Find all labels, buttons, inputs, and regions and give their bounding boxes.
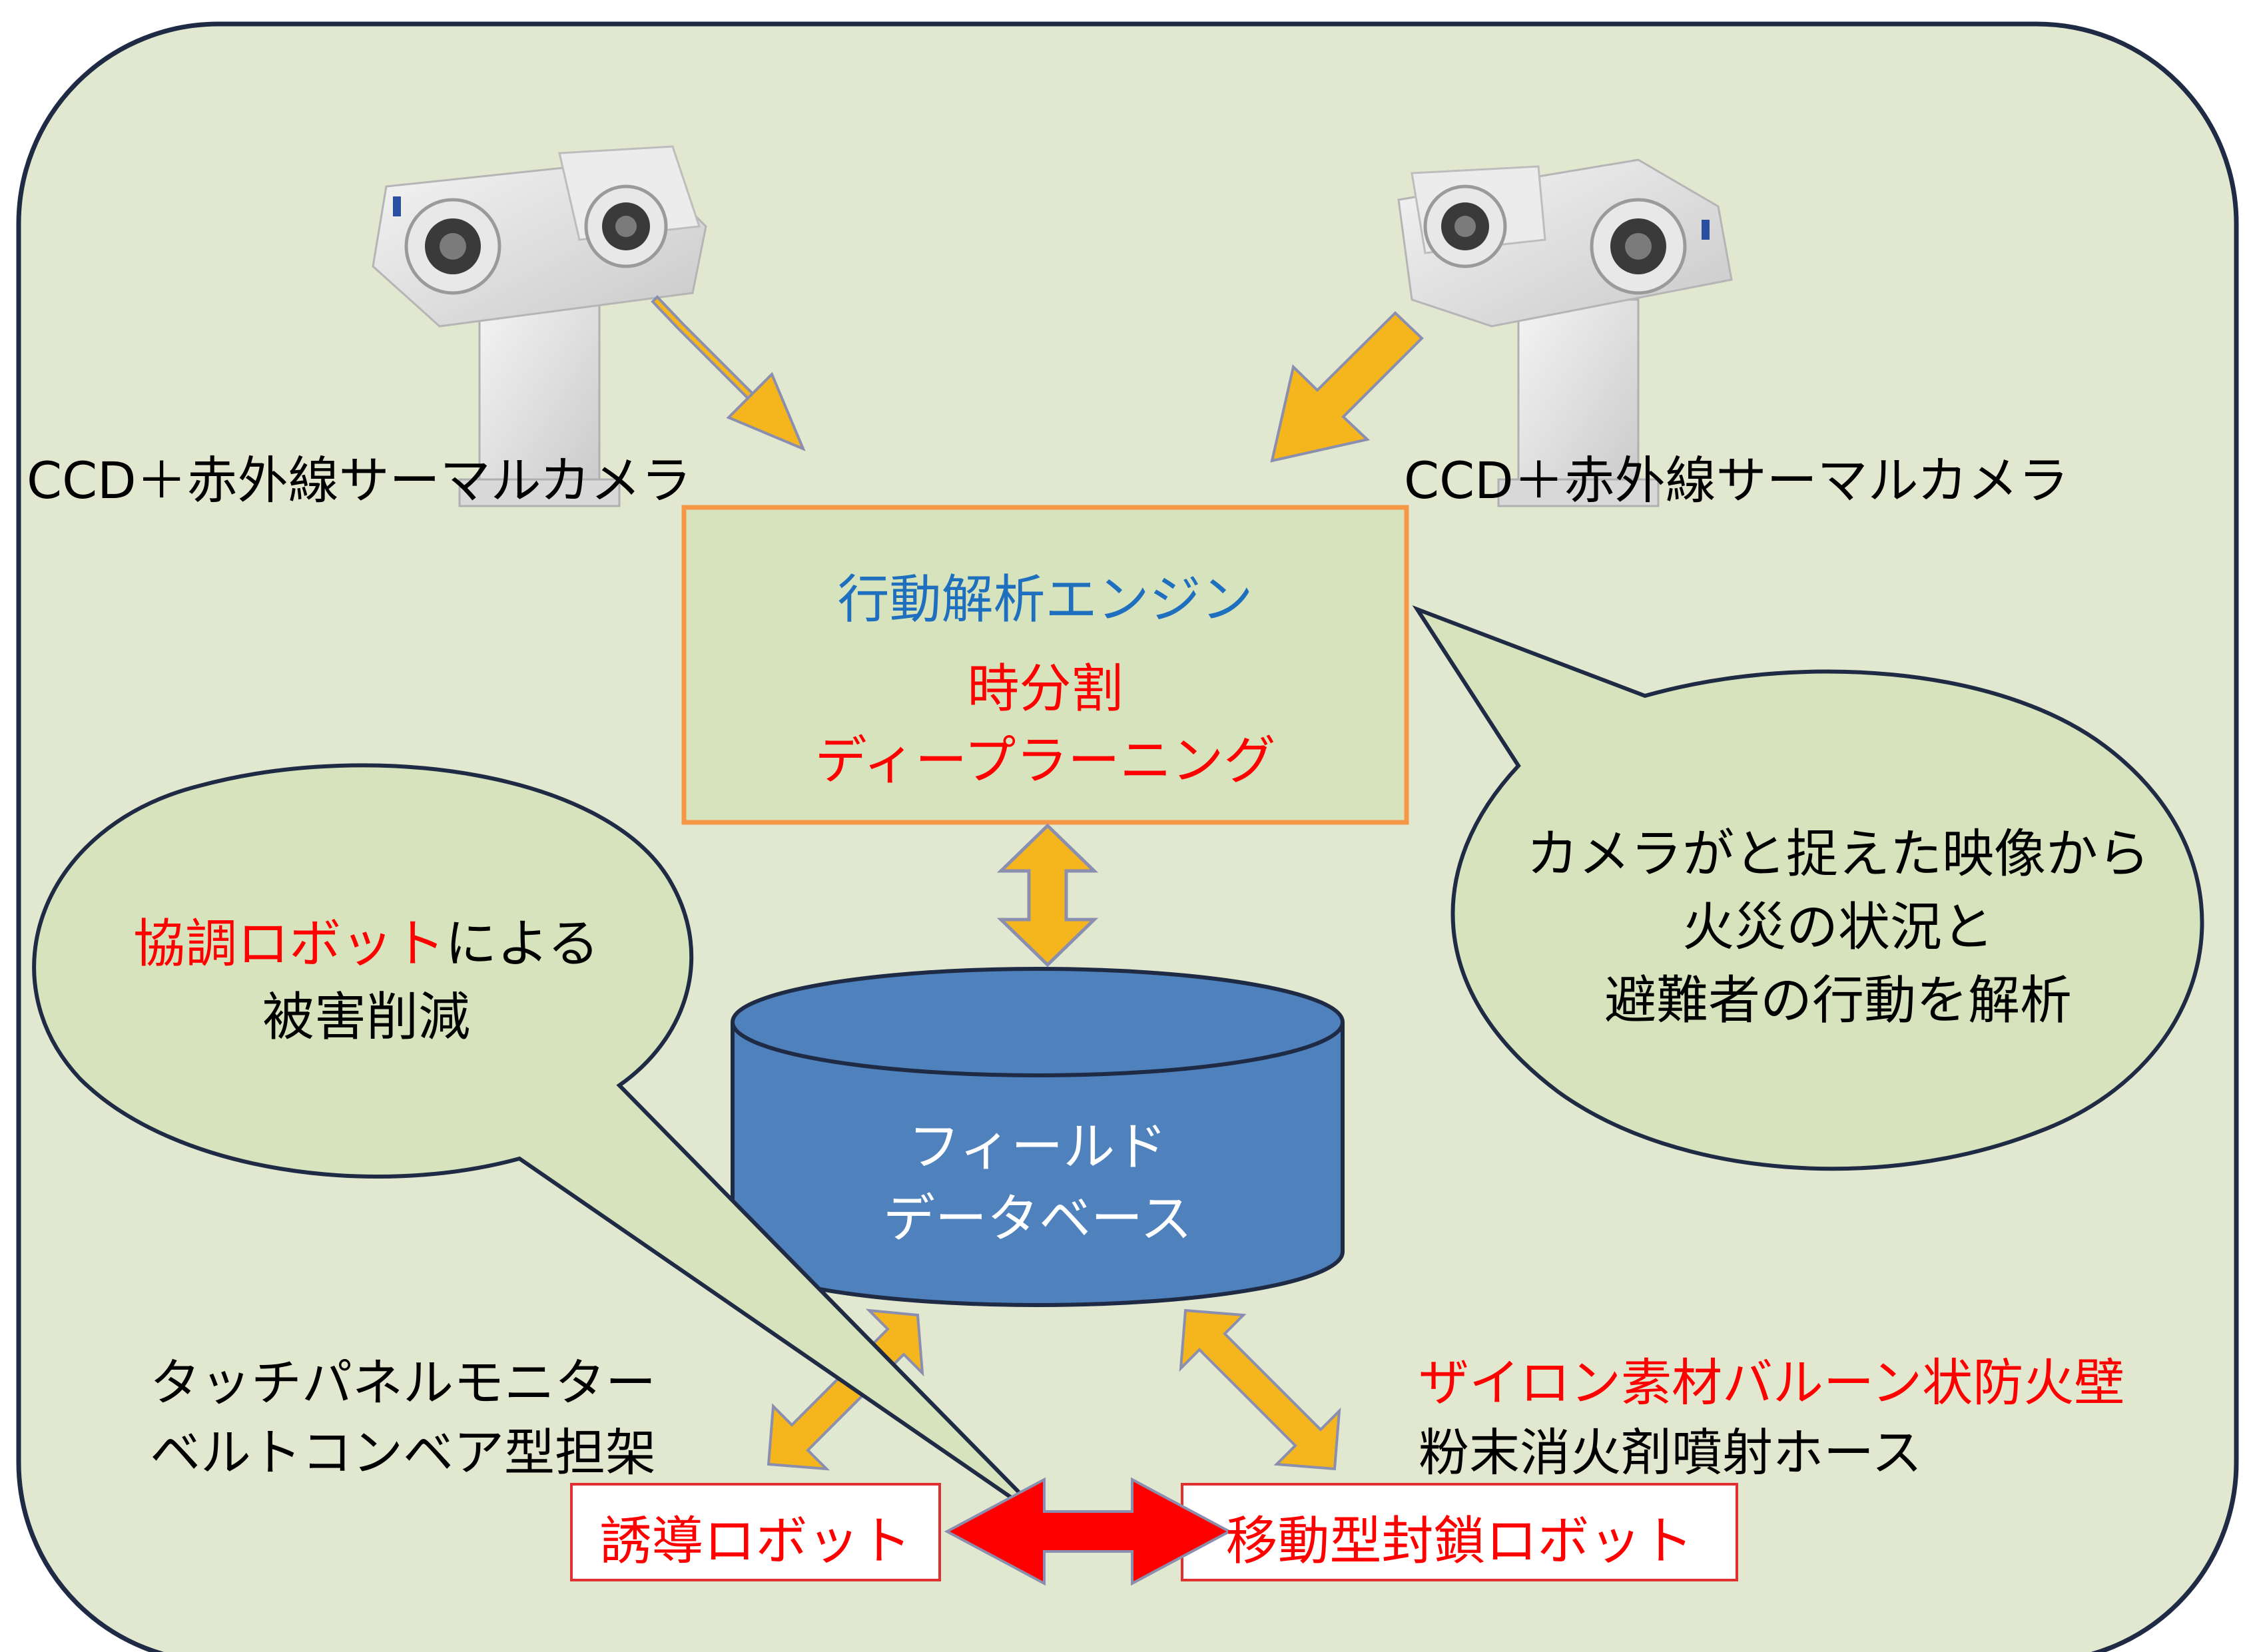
database-label-line-2: データベース xyxy=(882,1189,1193,1249)
engine-title: 行動解析エンジン xyxy=(837,570,1253,630)
engine-line-1: 時分割 xyxy=(967,659,1123,719)
arrow-engine-database xyxy=(996,823,1099,967)
blockade-robot-feature-2: 粉末消火剤噴射ホース xyxy=(1419,1423,1923,1482)
blockade-robot-label: 移動型封鎖ロボット xyxy=(1225,1512,1694,1571)
database-label-line-1: フィールド xyxy=(908,1117,1167,1177)
guide-robot-label: 誘導ロボット xyxy=(599,1512,912,1571)
cooperation-bubble-line-2: 被害削減 xyxy=(262,987,470,1047)
blockade-robot-box xyxy=(1181,1483,1738,1581)
guide-robot-feature-1: タッチパネルモニター xyxy=(150,1353,656,1412)
analysis-bubble-line-3: 避難者の行動を解析 xyxy=(1604,971,2072,1031)
field-database-cylinder xyxy=(731,967,1345,1307)
thermal-camera-icon-left xyxy=(372,145,707,507)
analysis-speech-bubble xyxy=(1412,605,2204,1171)
camera-label-right: CCD＋赤外線サーマルカメラ xyxy=(1404,451,2069,510)
analysis-bubble-line-2: 火災の状況と xyxy=(1682,898,1994,958)
blockade-robot-feature-1: ザイロン素材バルーン状防火壁 xyxy=(1419,1353,2125,1412)
guide-robot-feature-2: ベルトコンベア型担架 xyxy=(150,1423,656,1482)
analysis-engine-box xyxy=(681,505,1409,825)
arrow-database-guide-robot xyxy=(767,1308,924,1471)
camera-label-left: CCD＋赤外線サーマルカメラ xyxy=(27,451,692,510)
cooperation-bubble-highlight: 協調ロボット xyxy=(133,914,446,974)
arrow-camera-left-to-engine xyxy=(651,295,806,451)
arrow-robot-cooperation xyxy=(944,1477,1233,1586)
cooperation-speech-bubble xyxy=(32,763,1053,1527)
guide-robot-box xyxy=(570,1483,941,1581)
arrow-camera-right-to-engine xyxy=(1270,311,1424,463)
cooperation-bubble-suffix: による xyxy=(445,914,599,974)
arrow-database-blockade-robot xyxy=(1179,1308,1341,1471)
thermal-camera-icon-right xyxy=(1397,158,1733,507)
cooperation-bubble-line-1: 協調ロボットによる xyxy=(40,902,693,977)
analysis-bubble-line-1: カメラがと捉えた映像から xyxy=(1526,824,2150,884)
engine-line-2: ディープラーニング xyxy=(814,731,1276,791)
